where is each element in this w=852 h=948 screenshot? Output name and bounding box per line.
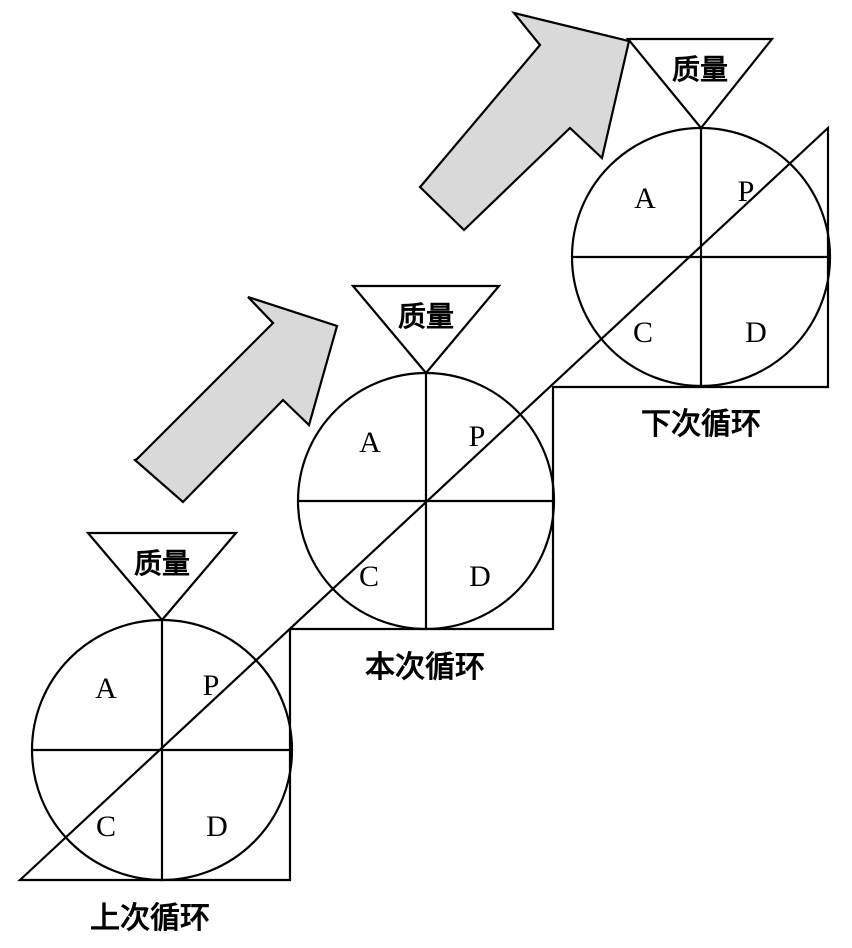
cycle-label: 下次循环 bbox=[641, 407, 761, 442]
quadrant-d-label: D bbox=[206, 810, 228, 843]
progress-arrow-lower-icon bbox=[133, 295, 339, 504]
quadrant-a-label: A bbox=[359, 426, 381, 459]
quality-label: 质量 bbox=[672, 53, 728, 86]
cycle-label: 上次循环 bbox=[90, 901, 210, 936]
quadrant-p-label: P bbox=[738, 175, 755, 208]
quality-triangle bbox=[625, 37, 775, 130]
cycle-next: 质量 A P C D 下次循环 bbox=[570, 37, 832, 442]
quality-triangle bbox=[350, 284, 502, 375]
quadrant-d-label: D bbox=[745, 316, 767, 349]
cycle-previous: 质量 A P C D 上次循环 bbox=[30, 531, 294, 936]
progress-arrow-upper-icon bbox=[418, 11, 631, 232]
cycle-current: 质量 A P C D 本次循环 bbox=[296, 284, 556, 685]
quadrant-p-label: P bbox=[203, 669, 220, 702]
quadrant-d-label: D bbox=[469, 560, 491, 593]
quadrant-c-label: C bbox=[96, 810, 116, 843]
quadrant-a-label: A bbox=[634, 182, 656, 215]
quadrant-c-label: C bbox=[633, 316, 653, 349]
quality-triangle bbox=[85, 531, 239, 622]
cycle-label: 本次循环 bbox=[365, 650, 485, 685]
quadrant-p-label: P bbox=[469, 420, 486, 453]
quality-label: 质量 bbox=[398, 300, 454, 333]
quadrant-c-label: C bbox=[359, 560, 379, 593]
staircase-outline bbox=[17, 125, 830, 882]
quality-label: 质量 bbox=[134, 547, 190, 580]
quadrant-a-label: A bbox=[95, 672, 117, 705]
